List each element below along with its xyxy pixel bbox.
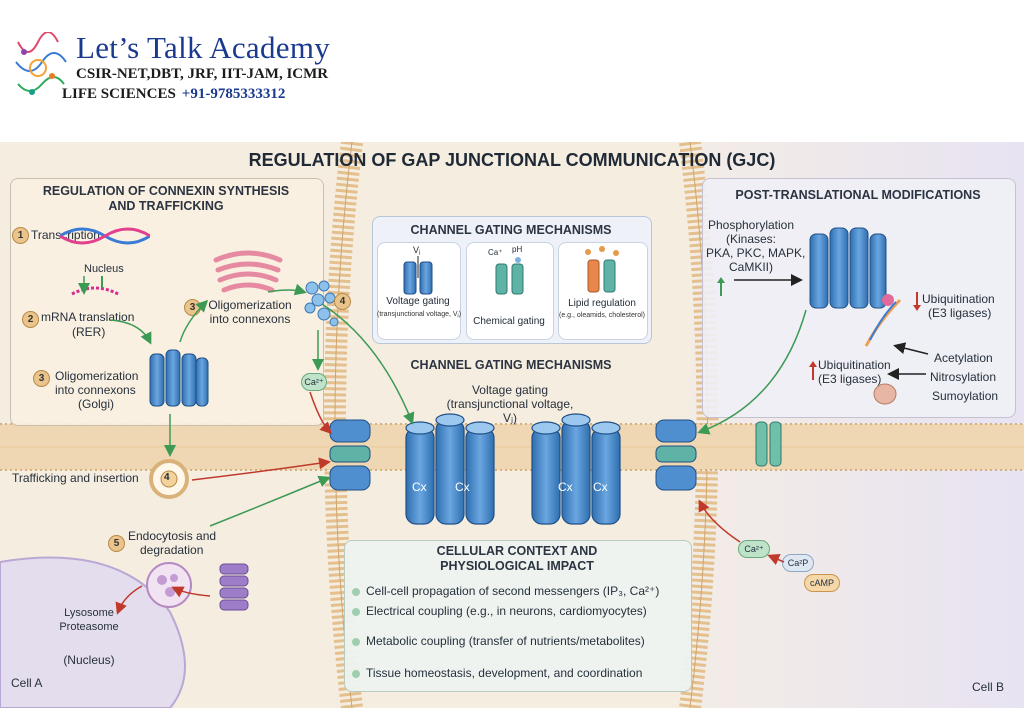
voltage-gating-tile [377, 242, 461, 340]
hemichannel-right [755, 421, 782, 467]
gap-junction-channel [405, 413, 621, 525]
synthesis-title-line2: AND TRAFFICKING [108, 199, 224, 213]
oligomerization-label: Oligomerization [55, 369, 139, 383]
context-item: Electrical coupling (e.g., in neurons, c… [352, 604, 647, 618]
lipid-regulation-sub: (e.g., oleamids, cholesterol) [559, 312, 645, 319]
context-box [344, 540, 692, 692]
pathway-arrows [78, 274, 929, 615]
ubiquitin-blob-icon [873, 383, 897, 405]
connexon-left [405, 413, 495, 525]
phosphorylation-label: Phosphorylation [707, 218, 795, 232]
phosphorylation-kinases-list: PKA, PKC, MAPK, [706, 246, 806, 260]
gating-center-line1: Voltage gating [471, 383, 549, 397]
brand-line2: LIFE SCIENCES +91-9785333312 [62, 86, 285, 103]
cell-b-label: Cell B [972, 680, 1005, 694]
context-item: Cell-cell propagation of second messenge… [352, 584, 659, 598]
ubiquitination-sub-2: (E3 ligases) [818, 372, 882, 386]
ubiquitination-label-1: Ubiquitination [922, 292, 995, 306]
connexon-right [531, 413, 621, 525]
endocytosis-label: Endocytosis and [128, 529, 217, 543]
chemical-gating-tile [466, 242, 554, 340]
brand-line2-text: LIFE SCIENCES [62, 86, 176, 102]
phosphorylation-camkii: CaMKII) [728, 260, 773, 274]
ptm-title: POST-TRANSLATIONAL MODIFICATIONS [735, 188, 981, 202]
transcription-label: Transcription [31, 228, 100, 242]
context-item: Tissue homeostasis, development, and coo… [352, 666, 642, 680]
nucleus-paren-label: (Nucleus) [63, 653, 115, 667]
into-connexons-label: into connexons [55, 383, 136, 397]
context-title-line1: CELLULAR CONTEXT AND [436, 544, 598, 558]
phosphorylation-kinases-label: (Kinases: [725, 232, 777, 246]
academy-logo-icon [15, 32, 67, 95]
voltage-vj-label: Vⱼ [413, 245, 421, 255]
chemical-gating-label: Chemical gating [473, 316, 545, 327]
ubiquitination-sub-1: (E3 ligases) [928, 306, 992, 320]
cx-label-1: Cx [412, 480, 427, 494]
chem-ph-label: pH [512, 245, 523, 254]
into-connexons-golgi-label: into connexons [209, 312, 291, 326]
sumoylation-label: Sumoylation [932, 389, 999, 403]
gating-center-line3: Vⱼ) [502, 411, 518, 425]
calcium-ion-right-2: Ca²P [782, 554, 814, 572]
nucleus-label: Nucleus [84, 263, 124, 275]
chem-ca-label: Ca⁺ [488, 248, 503, 257]
vesicle-cluster-icon [304, 280, 339, 327]
gating-center-line2: (transjunctional voltage, [446, 397, 574, 411]
ptm-connexon-icon [809, 227, 887, 309]
lipid-channel-icon [585, 246, 619, 293]
golgi-label: (Golgi) [78, 397, 115, 411]
brand-phone: +91-9785333312 [181, 86, 286, 102]
mrna-icon [71, 276, 119, 296]
context-item: Metabolic coupling (transfer of nutrient… [352, 634, 645, 648]
step-1-badge: 1 [12, 227, 29, 244]
step-4b-badge: 4 [334, 293, 351, 310]
cx-label-2: Cx [455, 480, 470, 494]
connexon-icon [149, 349, 209, 407]
cx-label-4: Cx [593, 480, 608, 494]
figure-title: REGULATION OF GAP JUNCTIONAL COMMUNICATI… [248, 150, 776, 170]
synthesis-title-line1: REGULATION OF CONNEXIN SYNTHESIS [42, 184, 290, 198]
ubiquitin-chain-icon [864, 294, 902, 347]
proteasome-label: Proteasome [59, 621, 119, 633]
header: Let’s Talk Academy CSIR-NET,DBT, JRF, II… [0, 0, 1024, 140]
calcium-ion-right: Ca²⁺ [738, 540, 770, 558]
gjc-figure: REGULATION OF GAP JUNCTIONAL COMMUNICATI… [0, 142, 1024, 708]
lipid-regulation-tile [558, 242, 648, 340]
nitrosylation-label: Nitrosylation [930, 370, 997, 384]
chemical-channel-icon [495, 257, 524, 295]
acetylation-label: Acetylation [934, 351, 993, 365]
step-5-badge: 5 [108, 535, 125, 552]
calcium-ion-left: Ca²⁺ [301, 373, 327, 391]
cell-a-label: Cell A [11, 676, 43, 690]
camp-badge: cAMP [804, 574, 840, 592]
degradation-label: degradation [140, 543, 204, 557]
increase-arrow-icon [717, 277, 725, 296]
dna-icon [60, 227, 150, 245]
voltage-gating-label: Voltage gating [386, 296, 450, 307]
cx-label-3: Cx [558, 480, 573, 494]
gating-center-title: CHANNEL GATING MECHANISMS [410, 358, 612, 372]
step-4-badge: 4 [164, 472, 170, 483]
trafficking-label: Trafficking and insertion [12, 471, 139, 485]
ubiquitination-label-2: Ubiquitination [818, 358, 891, 372]
trafficking-vesicle-icon [149, 459, 189, 499]
gating-box-title: CHANNEL GATING MECHANISMS [410, 223, 612, 237]
golgi-icon [213, 250, 283, 293]
proteasome-icon [219, 563, 249, 611]
voltage-gating-sub: (transjunctional voltage, Vⱼ) [377, 311, 462, 318]
oligomerization-golgi-label: Oligomerization [208, 298, 292, 312]
brand-name: Let’s Talk Academy [76, 30, 331, 65]
increase-arrow-red-icon [809, 361, 817, 380]
step-3-badge: 3 [33, 370, 50, 387]
decrease-arrow-icon [913, 292, 921, 311]
context-title-line2: PHYSIOLOGICAL IMPACT [440, 559, 594, 573]
rer-label: (RER) [72, 325, 106, 339]
step-2-badge: 2 [22, 311, 39, 328]
voltage-channel-icon [403, 256, 433, 295]
membrane-channel-right [655, 419, 697, 491]
lipid-regulation-label: Lipid regulation [568, 298, 636, 309]
lysosome-label: Lysosome [64, 607, 114, 619]
brand-line1: CSIR-NET,DBT, JRF, IIT-JAM, ICMR [76, 66, 329, 82]
